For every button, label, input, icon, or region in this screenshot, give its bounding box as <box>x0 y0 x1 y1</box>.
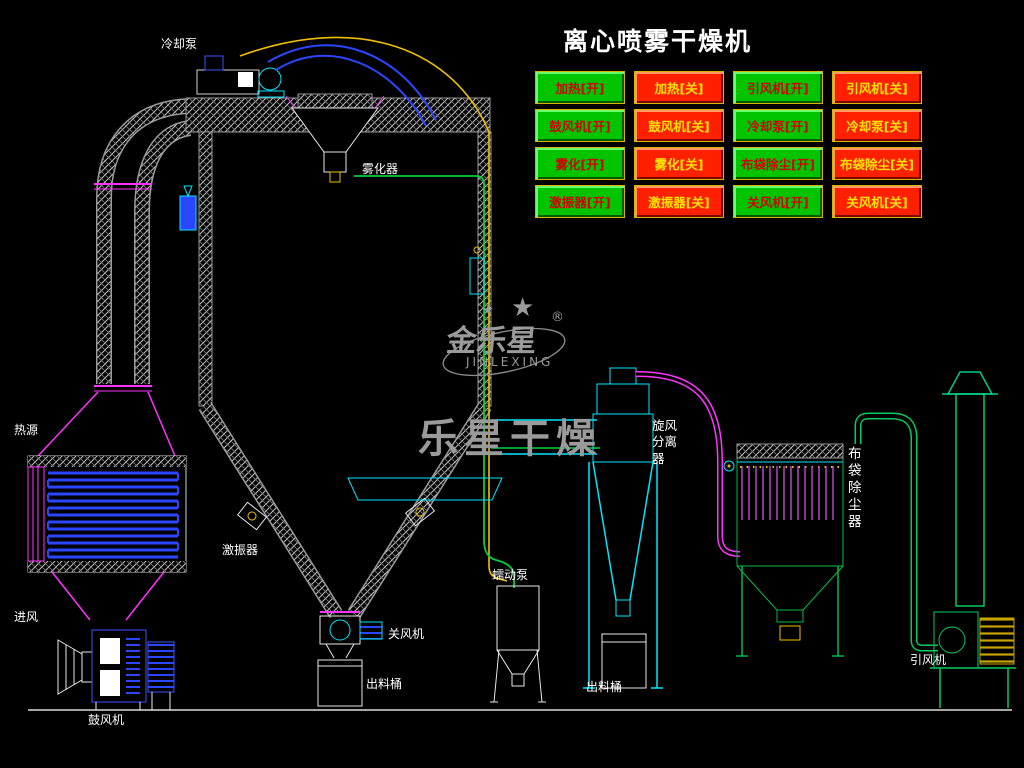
vibrator-right <box>404 497 436 527</box>
control-panel: 加热[开] 加热[关] 引风机[开] 引风机[关] 鼓风机[开] 鼓风机[关] … <box>535 71 922 218</box>
inlet-air-ducts <box>37 98 192 457</box>
cyclone-separator <box>583 367 663 689</box>
watermark-star-large-icon: ★ <box>511 293 535 323</box>
outlet-duct <box>347 419 597 501</box>
label-bag-filter: 布袋除尘器 <box>848 446 862 530</box>
label-atomizer: 雾化器 <box>362 162 399 176</box>
exhaust-stack <box>942 371 998 607</box>
bag-filter-off-button[interactable]: 布袋除尘[关] <box>832 147 922 180</box>
discharge-barrel-left <box>317 659 363 707</box>
label-vibrator: 激振器 <box>222 543 259 557</box>
watermark-ellipse <box>442 327 566 377</box>
exhaust-duct <box>854 412 938 652</box>
label-heat-source: 热源 <box>14 423 39 437</box>
label-peristaltic-pump: 蠕动泵 <box>492 568 529 582</box>
heat-off-button[interactable]: 加热[关] <box>634 71 724 104</box>
bag-filter-on-button[interactable]: 布袋除尘[开] <box>733 147 823 180</box>
label-air-inlet: 进风 <box>14 610 39 624</box>
page-title: 离心喷雾干燥机 <box>563 27 753 56</box>
blower <box>57 629 175 710</box>
registered-trademark-icon: ® <box>551 310 564 325</box>
label-discharge-barrel-right: 出料桶 <box>586 680 623 694</box>
induced-fan-on-button[interactable]: 引风机[开] <box>733 71 823 104</box>
cooling-pump-on-button[interactable]: 冷却泵[开] <box>733 109 823 142</box>
induced-draft-fan <box>930 611 1016 708</box>
rotary-valve-on-button[interactable]: 关风机[开] <box>733 185 823 218</box>
heater <box>27 455 187 621</box>
chamber-fittings <box>179 185 485 295</box>
vibrator-on-button[interactable]: 激振器[开] <box>535 185 625 218</box>
watermark-slogan: 乐星干燥 <box>418 416 602 462</box>
label-discharge-barrel-left: 出料桶 <box>366 677 403 691</box>
vibrator-off-button[interactable]: 激振器[关] <box>634 185 724 218</box>
watermark-brand-en: JINLEXING <box>466 355 554 369</box>
cyclone-to-bagfilter-pipe <box>635 371 741 557</box>
watermark-brand: 金乐星 <box>444 324 539 359</box>
heat-on-button[interactable]: 加热[开] <box>535 71 625 104</box>
blower-off-button[interactable]: 鼓风机[关] <box>634 109 724 142</box>
feed-tank <box>490 585 546 703</box>
discharge-barrel-right <box>601 633 647 689</box>
blower-on-button[interactable]: 鼓风机[开] <box>535 109 625 142</box>
bag-filter <box>723 443 844 657</box>
watermark-star-small-icon: ★ <box>482 303 494 318</box>
atomizer-on-button[interactable]: 雾化[开] <box>535 147 625 180</box>
process-lines <box>239 36 600 588</box>
label-cyclone: 旋风分离器 <box>652 418 678 466</box>
vibrator-left <box>236 501 268 531</box>
label-blower: 鼓风机 <box>88 713 125 727</box>
rotary-valve-off-button[interactable]: 关风机[关] <box>832 185 922 218</box>
induced-fan-off-button[interactable]: 引风机[关] <box>832 71 922 104</box>
atomizer-off-button[interactable]: 雾化[关] <box>634 147 724 180</box>
label-rotary-valve: 关风机 <box>388 627 425 641</box>
label-induced-draft-fan: 引风机 <box>910 653 947 667</box>
atomizer <box>285 93 385 183</box>
label-cooling-pump: 冷却泵 <box>161 37 198 51</box>
cooling-pump-off-button[interactable]: 冷却泵[关] <box>832 109 922 142</box>
cooling-pump <box>196 55 285 98</box>
rotary-valve <box>319 615 383 659</box>
